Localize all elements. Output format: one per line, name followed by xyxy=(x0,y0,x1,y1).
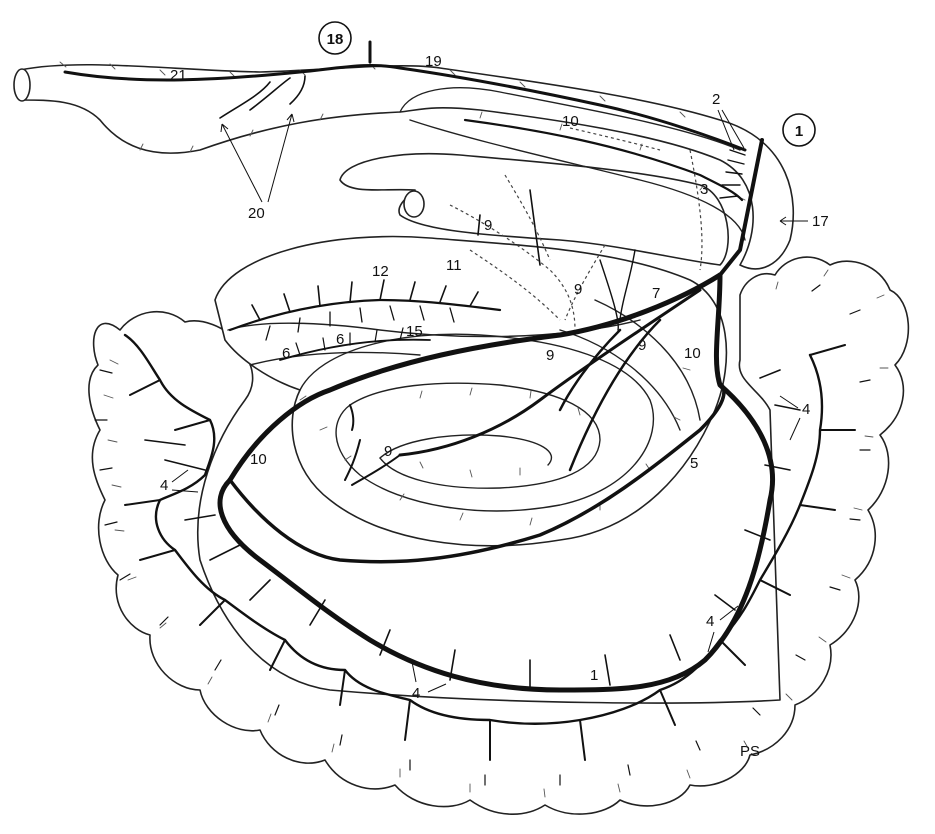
label-20: 20 xyxy=(248,205,265,222)
label-9e: 9 xyxy=(384,443,392,460)
label-9b: 9 xyxy=(574,281,582,298)
label-17: 17 xyxy=(812,213,829,230)
label-12: 12 xyxy=(372,263,389,280)
label-10-right: 10 xyxy=(684,345,701,362)
label-9c: 9 xyxy=(546,347,554,364)
label-15: 15 xyxy=(406,323,423,340)
label-7: 7 xyxy=(652,285,660,302)
label-10-top: 10 xyxy=(562,113,579,130)
bowel-lumen-end xyxy=(404,191,424,217)
label-4-right: 4 xyxy=(802,401,810,418)
label-4-bottom: 4 xyxy=(412,685,420,702)
label-5: 5 xyxy=(690,455,698,472)
duodenum-cut-end xyxy=(14,69,30,101)
label-11: 11 xyxy=(446,257,462,274)
artist-signature: PS xyxy=(740,743,760,760)
label-10-left: 10 xyxy=(250,451,267,468)
label-2: 2 xyxy=(712,91,720,108)
label-9a: 9 xyxy=(484,217,492,234)
label-1-bottom: 1 xyxy=(590,667,598,684)
label-6a: 6 xyxy=(282,345,290,362)
label-1-top: 1 xyxy=(795,123,803,140)
label-17-arrow xyxy=(780,217,808,225)
label-6b: 6 xyxy=(336,331,344,348)
label-4-left: 4 xyxy=(160,477,168,494)
label-4-lower-right: 4 xyxy=(706,613,714,630)
label-3: 3 xyxy=(700,181,708,198)
small-bowel-loops xyxy=(215,237,726,546)
label-19: 19 xyxy=(425,53,442,70)
label-18: 18 xyxy=(327,31,344,48)
label-21: 21 xyxy=(170,67,187,84)
label-9d: 9 xyxy=(638,337,646,354)
